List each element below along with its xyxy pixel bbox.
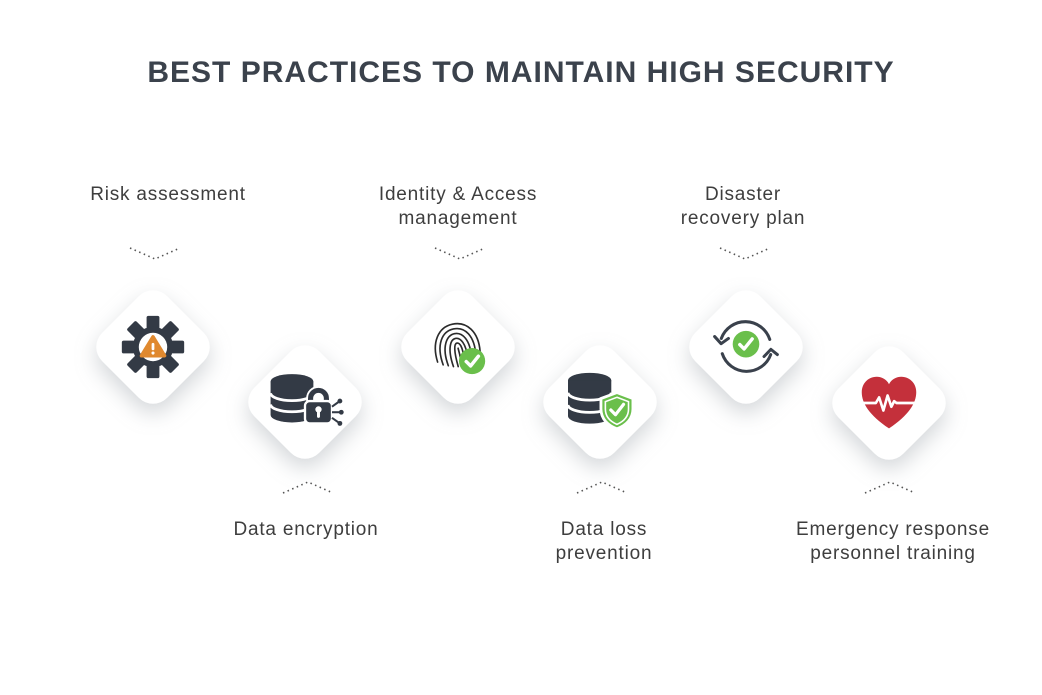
label-emergency-response-training: Emergency response personnel training xyxy=(796,519,990,564)
database-shield-icon xyxy=(535,337,665,467)
tile-risk-assessment xyxy=(87,281,219,413)
sync-check-icon xyxy=(681,282,811,412)
database-lock-icon xyxy=(240,337,370,467)
chevron-down-dotted xyxy=(127,245,183,263)
chevron-up-dotted xyxy=(574,478,630,496)
tile-data-loss-prevention xyxy=(534,336,666,468)
label-identity-access-management: Identity & Access management xyxy=(378,184,538,229)
chevron-down-dotted xyxy=(432,245,488,263)
tile-disaster-recovery-plan xyxy=(680,281,812,413)
gear-warning-icon xyxy=(88,282,218,412)
chevron-up-dotted xyxy=(862,478,918,496)
label-data-encryption: Data encryption xyxy=(233,519,379,540)
heart-pulse-icon xyxy=(824,338,954,468)
page-title: BEST PRACTICES TO MAINTAIN HIGH SECURITY xyxy=(147,56,895,89)
chevron-down-dotted xyxy=(717,245,773,263)
tile-identity-access-management xyxy=(392,281,524,413)
fingerprint-check-icon xyxy=(393,282,523,412)
tile-emergency-response-training xyxy=(823,337,955,469)
chevron-up-dotted xyxy=(280,478,336,496)
tile-data-encryption xyxy=(239,336,371,468)
label-risk-assessment: Risk assessment xyxy=(90,184,246,205)
label-data-loss-prevention: Data loss prevention xyxy=(555,519,653,564)
label-disaster-recovery-plan: Disaster recovery plan xyxy=(680,184,806,229)
